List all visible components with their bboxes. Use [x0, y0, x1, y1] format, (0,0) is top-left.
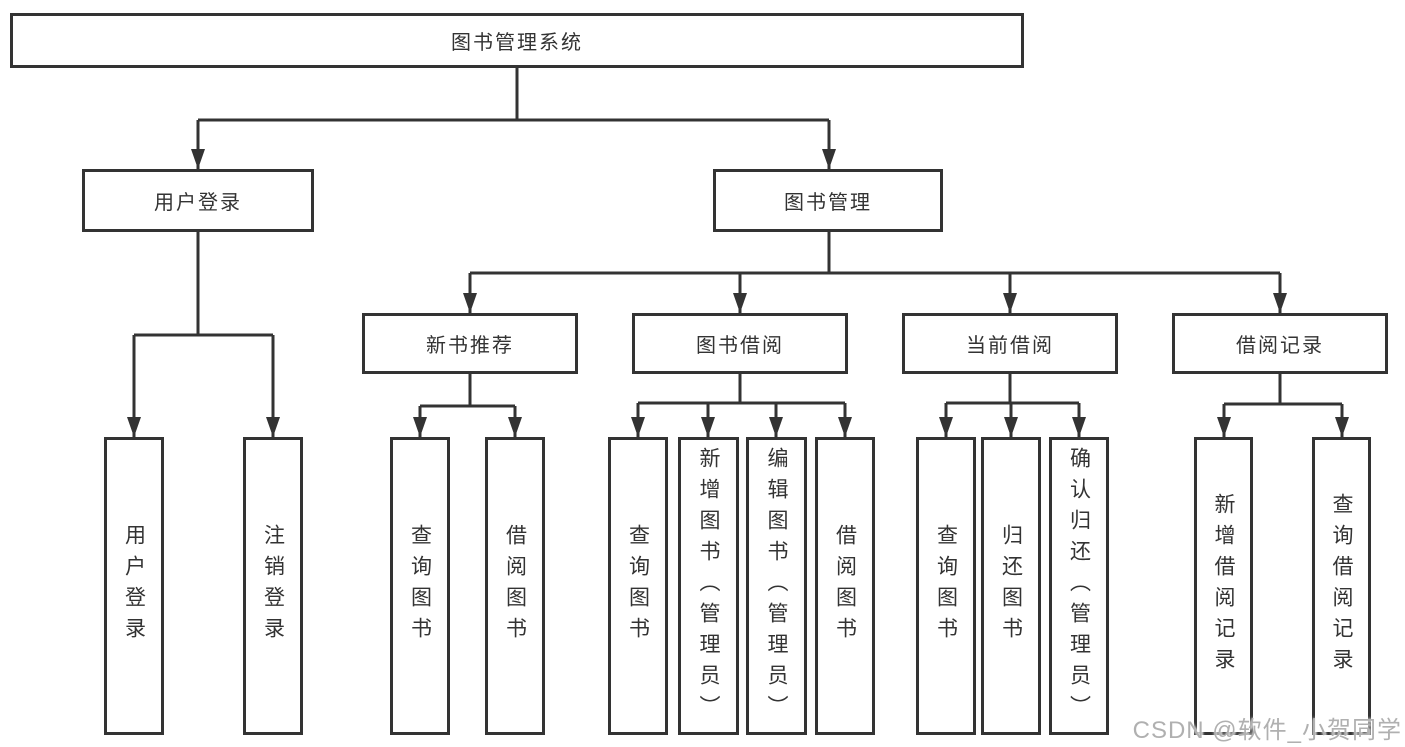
arrowhead	[463, 293, 477, 313]
node-label: 用户登录	[122, 524, 146, 648]
leaf-query-books-borrow: 查询图书	[608, 437, 668, 735]
connector-mgmt-to-level3	[468, 232, 1282, 313]
leaf-query-books-current: 查询图书	[916, 437, 976, 735]
csdn-watermark: CSDN @软件_小贺同学	[1132, 717, 1402, 744]
connector-history-to-children	[1222, 374, 1344, 437]
arrowhead	[1003, 293, 1017, 313]
arrowhead	[127, 417, 141, 437]
node-label: 查询借阅记录	[1330, 493, 1353, 679]
node-label: 新增图书（管理员）	[697, 446, 720, 726]
arrowhead	[413, 417, 427, 437]
node-label: 当前借阅	[966, 335, 1054, 357]
arrowhead	[1273, 293, 1287, 313]
node-new-book-recommend: 新书推荐	[362, 313, 578, 374]
leaf-user-login: 用户登录	[104, 437, 164, 735]
node-label: 借阅记录	[1236, 335, 1324, 357]
node-label: 注销登录	[261, 524, 285, 648]
leaf-confirm-return-admin: 确认归还（管理员）	[1049, 437, 1109, 735]
arrowhead	[508, 417, 522, 437]
connector-root-to-level2	[196, 68, 831, 169]
node-label: 新增借阅记录	[1212, 493, 1235, 679]
node-label: 查询图书	[626, 524, 650, 648]
node-label: 查询图书	[934, 524, 958, 648]
leaf-return-books: 归还图书	[981, 437, 1041, 735]
arrowhead	[191, 149, 205, 169]
node-root-library-system: 图书管理系统	[10, 13, 1024, 68]
arrowhead	[631, 417, 645, 437]
arrowhead	[1335, 417, 1349, 437]
connector-login-to-children	[132, 232, 275, 437]
node-user-login: 用户登录	[82, 169, 314, 232]
node-label: 新书推荐	[426, 335, 514, 357]
node-label: 确认归还（管理员）	[1067, 446, 1091, 726]
node-book-borrowing: 图书借阅	[632, 313, 848, 374]
node-label: 归还图书	[999, 524, 1023, 648]
arrowhead	[769, 417, 783, 437]
arrowhead	[1217, 417, 1231, 437]
node-label: 查询图书	[408, 524, 432, 648]
arrowhead	[733, 293, 747, 313]
arrowhead	[1072, 417, 1086, 437]
leaf-edit-books-admin: 编辑图书（管理员）	[746, 437, 807, 735]
leaf-borrow-books-recommend: 借阅图书	[485, 437, 545, 735]
node-book-management: 图书管理	[713, 169, 943, 232]
connector-current-to-children	[944, 374, 1081, 437]
leaf-add-borrow-record: 新增借阅记录	[1194, 437, 1253, 735]
arrowhead	[1004, 417, 1018, 437]
leaf-borrow-books: 借阅图书	[815, 437, 875, 735]
node-label: 借阅图书	[833, 524, 857, 648]
leaf-query-borrow-record: 查询借阅记录	[1312, 437, 1371, 735]
arrowhead	[838, 417, 852, 437]
leaf-logout: 注销登录	[243, 437, 303, 735]
node-label: 图书管理系统	[451, 32, 583, 54]
connector-borrow-to-children	[636, 374, 847, 437]
arrowhead	[266, 417, 280, 437]
arrowhead	[701, 417, 715, 437]
node-label: 图书借阅	[696, 335, 784, 357]
leaf-query-books-recommend: 查询图书	[390, 437, 450, 735]
connector-rec-to-children	[418, 374, 517, 437]
leaf-add-books-admin: 新增图书（管理员）	[678, 437, 739, 735]
node-label: 编辑图书（管理员）	[765, 446, 788, 726]
node-current-borrowing: 当前借阅	[902, 313, 1118, 374]
node-label: 用户登录	[154, 192, 242, 214]
arrowhead	[939, 417, 953, 437]
node-borrowing-records: 借阅记录	[1172, 313, 1388, 374]
node-label: 图书管理	[784, 192, 872, 214]
arrowhead	[822, 149, 836, 169]
node-label: 借阅图书	[503, 524, 527, 648]
